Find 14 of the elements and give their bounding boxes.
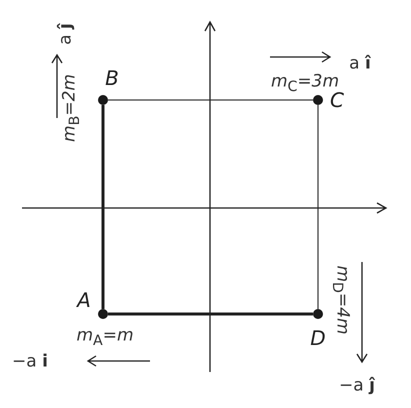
point-dot xyxy=(98,309,108,319)
point-dot xyxy=(98,95,108,105)
square-side xyxy=(102,105,104,309)
quantity-label: −a ĵ xyxy=(339,378,375,394)
point-label: D xyxy=(310,328,326,348)
quantity-label: a î xyxy=(349,56,371,72)
square-side xyxy=(108,312,313,316)
point-label: B xyxy=(105,68,119,88)
quantity-label: −a i xyxy=(12,354,48,370)
point-label: C xyxy=(330,90,344,110)
point-label: A xyxy=(77,290,91,310)
point-dot xyxy=(313,95,323,105)
point-dot xyxy=(313,309,323,319)
quantity-label: m$_{A}$=m xyxy=(76,328,134,348)
